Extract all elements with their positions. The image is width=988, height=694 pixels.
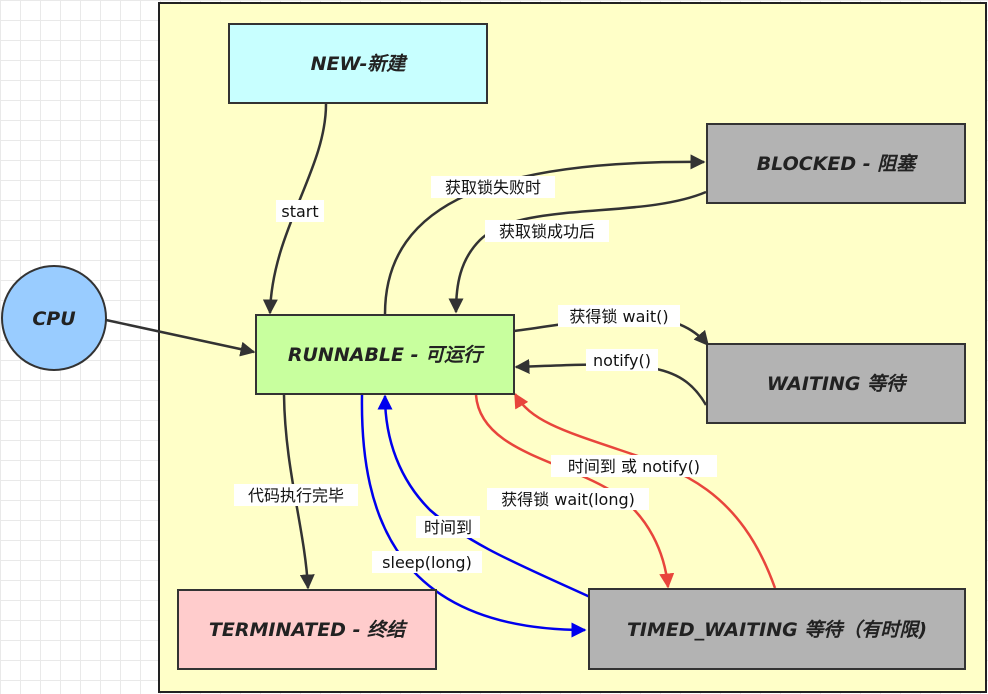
node-timed-waiting-label: TIMED_WAITING 等待（有时限): [627, 619, 927, 641]
edge-cpu-runnable: [105, 318, 256, 357]
label-notify: notify(): [593, 351, 651, 370]
node-blocked-label: BLOCKED - 阻塞: [757, 153, 919, 175]
label-start: start: [281, 202, 318, 221]
edge-time-up: [377, 394, 591, 599]
label-finish: 代码执行完毕: [248, 486, 344, 505]
edge-timeout-notify: [513, 392, 777, 589]
label-timeout-notify: 时间到 或 notify(): [568, 457, 700, 476]
node-waiting: WAITING 等待: [706, 343, 966, 424]
label-lock-fail: 获取锁失败时: [445, 178, 541, 197]
node-terminated-label: TERMINATED - 终结: [209, 619, 408, 641]
label-sleep-long: sleep(long): [382, 553, 472, 572]
label-time-up: 时间到: [424, 518, 472, 537]
node-runnable: RUNNABLE - 可运行: [255, 314, 515, 395]
node-runnable-label: RUNNABLE - 可运行: [288, 344, 485, 366]
node-new: NEW-新建: [228, 23, 488, 104]
node-terminated: TERMINATED - 终结: [177, 589, 437, 670]
node-cpu-label: CPU: [32, 308, 76, 330]
label-wait: 获得锁 wait(): [569, 307, 668, 326]
node-blocked: BLOCKED - 阻塞: [706, 123, 966, 204]
label-lock-success: 获取锁成功后: [499, 222, 595, 241]
node-waiting-label: WAITING 等待: [767, 373, 908, 395]
label-wait-long: 获得锁 wait(long): [501, 490, 635, 509]
node-cpu: CPU: [1, 265, 107, 371]
node-new-label: NEW-新建: [311, 53, 409, 75]
node-timed-waiting: TIMED_WAITING 等待（有时限): [588, 588, 966, 670]
